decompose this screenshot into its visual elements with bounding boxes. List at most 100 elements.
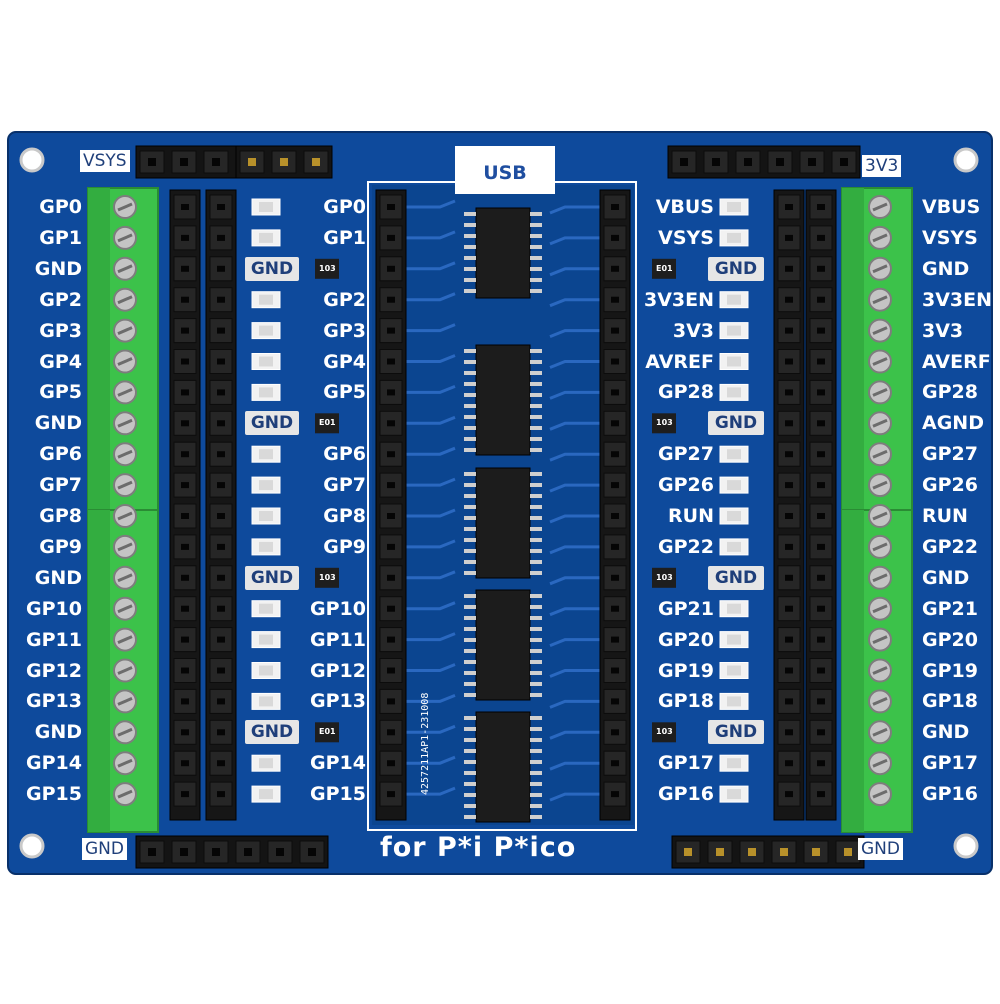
header-pin-hole bbox=[181, 296, 189, 303]
header-pin-hole bbox=[611, 420, 619, 427]
left-pin-label-6: GP5 bbox=[323, 381, 366, 404]
left-terminal-label-11: GP9 bbox=[39, 535, 82, 558]
ic-pin bbox=[530, 771, 542, 775]
right-terminal-lower-side bbox=[842, 510, 864, 832]
header-pin-hole bbox=[217, 791, 225, 798]
ic-pin bbox=[530, 571, 542, 575]
ic-pin bbox=[530, 682, 542, 686]
header-pin-hole bbox=[181, 636, 189, 643]
header-pin-hole bbox=[817, 636, 825, 643]
ic-pin bbox=[464, 771, 476, 775]
header-pin bbox=[776, 158, 784, 166]
trace bbox=[549, 483, 600, 493]
ic-pin bbox=[530, 627, 542, 631]
header-pin-hole bbox=[611, 358, 619, 365]
header-pin-hole bbox=[611, 451, 619, 458]
right-terminal-label-16: GP18 bbox=[922, 690, 978, 713]
header-pin-hole bbox=[785, 605, 793, 612]
left-pin-label-17: GND bbox=[245, 720, 299, 745]
right-pin-label-11: GP22 bbox=[658, 535, 714, 558]
header-pin-hole bbox=[611, 513, 619, 519]
header-pin-hole bbox=[387, 698, 395, 705]
led-lens bbox=[727, 480, 741, 491]
header-pin-hole bbox=[217, 482, 225, 489]
ic-pin bbox=[530, 793, 542, 797]
left-terminal-label-5: GP4 bbox=[39, 350, 82, 373]
header-pin-hole bbox=[785, 482, 793, 489]
header-pin-hole bbox=[817, 760, 825, 767]
led-lens bbox=[259, 202, 273, 212]
screw-slot bbox=[117, 449, 133, 459]
led-lens bbox=[727, 356, 741, 367]
ic-pin bbox=[530, 448, 542, 452]
ic-pin bbox=[464, 693, 476, 697]
header-pin-hole bbox=[387, 543, 395, 550]
ic-pin bbox=[464, 404, 476, 408]
screw-slot bbox=[872, 449, 888, 459]
left-terminal-label-15: GP12 bbox=[26, 659, 82, 682]
right-pin-label-4: 3V3 bbox=[672, 319, 714, 342]
bottom-left-header bbox=[135, 835, 329, 869]
resistor-label-right-1: 103 bbox=[656, 418, 673, 428]
screw-slot bbox=[872, 666, 888, 675]
led-lens bbox=[259, 511, 273, 521]
screw-slot bbox=[872, 418, 888, 428]
ic-pin bbox=[464, 382, 476, 386]
header-pin-hole bbox=[785, 636, 793, 643]
trace bbox=[549, 699, 600, 709]
header-pin-hole bbox=[217, 358, 225, 365]
screw-slot bbox=[872, 697, 888, 706]
ic-pin bbox=[464, 782, 476, 786]
right-terminal-label-12: GND bbox=[922, 566, 970, 589]
led-lens bbox=[259, 541, 273, 552]
header-pin-hole bbox=[611, 605, 619, 612]
ic-pin bbox=[464, 349, 476, 353]
left-terminal-label-6: GP5 bbox=[39, 381, 82, 404]
header-pin-hole bbox=[611, 698, 619, 705]
led-lens bbox=[259, 325, 273, 336]
header-pin bbox=[716, 848, 724, 856]
ic-pin bbox=[530, 716, 542, 720]
header-pin-hole bbox=[181, 513, 189, 519]
ic-pin bbox=[530, 560, 542, 564]
header-pin bbox=[148, 848, 156, 856]
screw-slot bbox=[872, 604, 888, 614]
trace bbox=[549, 298, 600, 308]
screw-slot bbox=[117, 357, 133, 366]
led-lens bbox=[727, 202, 741, 212]
trace bbox=[549, 390, 600, 400]
screw-slot bbox=[872, 573, 888, 583]
header-pin-hole bbox=[611, 729, 619, 736]
bottom-right-header bbox=[671, 835, 865, 869]
right-terminal-label-10: RUN bbox=[922, 505, 968, 527]
ic-pin bbox=[464, 716, 476, 720]
right-terminal-label-11: GP22 bbox=[922, 535, 978, 558]
header-pin bbox=[748, 848, 756, 856]
ic-pin bbox=[464, 660, 476, 664]
left-pin-label-3: GP2 bbox=[323, 288, 366, 311]
header-pin-hole bbox=[181, 327, 189, 334]
left-pin-label-19: GP15 bbox=[310, 783, 366, 806]
ic-pin bbox=[530, 256, 542, 260]
header-pin-hole bbox=[217, 574, 225, 581]
led-lens bbox=[727, 603, 741, 614]
ic-chips bbox=[464, 207, 542, 823]
header-pin-hole bbox=[611, 760, 619, 767]
ic-pin bbox=[530, 594, 542, 598]
screw-slot bbox=[872, 388, 888, 397]
header-pin-hole bbox=[817, 358, 825, 365]
header-pin bbox=[712, 158, 720, 166]
ic-pin bbox=[464, 371, 476, 375]
trace bbox=[549, 576, 600, 586]
led-lens bbox=[727, 294, 741, 305]
screw-slot bbox=[117, 480, 133, 490]
header-pin bbox=[312, 158, 320, 166]
trace bbox=[405, 601, 456, 611]
led-lens bbox=[727, 758, 741, 769]
ic-pin bbox=[464, 212, 476, 216]
left-terminal-label-3: GP2 bbox=[39, 288, 82, 311]
header-pin-hole bbox=[817, 482, 825, 489]
left-terminal-label-2: GND bbox=[34, 257, 82, 280]
left-terminal-label-8: GP6 bbox=[39, 443, 82, 466]
header-pin-hole bbox=[785, 234, 793, 241]
